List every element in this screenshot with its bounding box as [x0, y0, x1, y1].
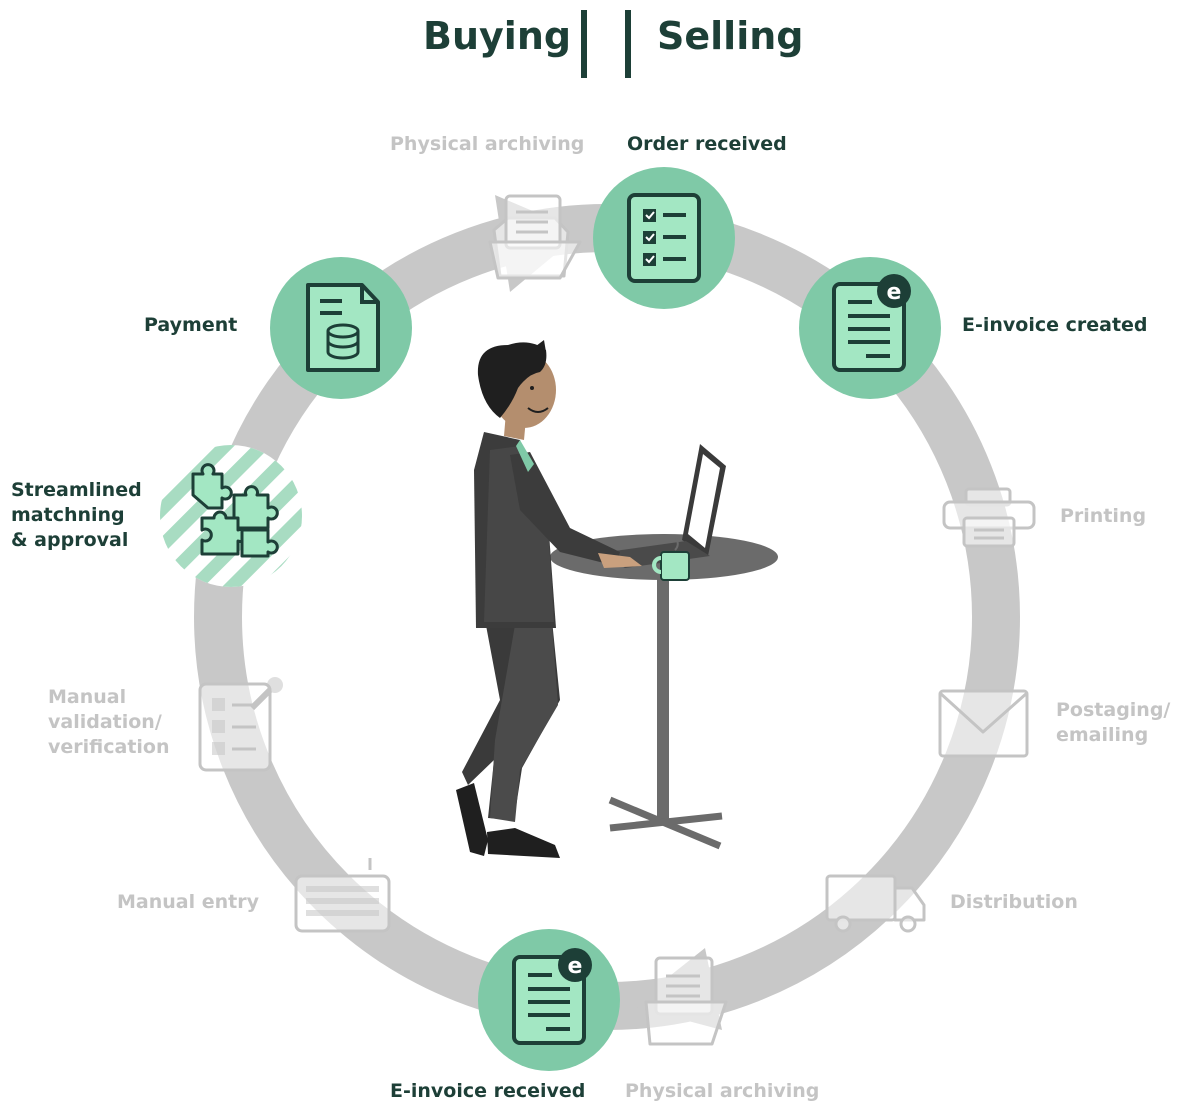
step-manual-validation-line3: verification	[48, 736, 170, 758]
step-order-received: Order received	[627, 133, 787, 155]
printer-icon	[942, 487, 1036, 548]
step-manual-validation-line2: validation/	[48, 711, 162, 733]
einvoice-received-badge: e	[568, 954, 583, 979]
truck-icon	[825, 874, 926, 933]
step-payment: Payment	[144, 314, 238, 336]
step-physical-archiving-top: Physical archiving	[390, 133, 585, 155]
streamlined-node	[160, 445, 302, 587]
step-einvoice-received: E-invoice received	[390, 1080, 586, 1102]
header: Buying Selling	[0, 0, 1177, 90]
clipboard-stamp-icon	[198, 677, 283, 772]
step-distribution: Distribution	[950, 891, 1078, 913]
step-physical-archiving-bottom: Physical archiving	[625, 1080, 820, 1102]
keyboard-icon	[294, 858, 391, 933]
step-manual-entry: Manual entry	[117, 891, 259, 913]
step-manual-validation: Manual validation/ verification	[48, 685, 170, 760]
step-postaging-line1: Postaging/	[1056, 699, 1171, 721]
envelope-icon	[938, 689, 1029, 758]
person-illustration	[456, 340, 778, 858]
step-streamlined-line3: & approval	[11, 529, 129, 551]
folder-icon-bottom	[644, 956, 728, 1046]
divider-right	[625, 10, 631, 78]
invoice-received-icon	[512, 948, 592, 1045]
document-coins-icon	[306, 283, 380, 372]
puzzle-icon	[191, 463, 279, 558]
step-postaging: Postaging/ emailing	[1056, 698, 1170, 748]
einvoice-created-badge: e	[887, 280, 902, 305]
step-printing: Printing	[1060, 505, 1147, 527]
step-postaging-line2: emailing	[1056, 724, 1149, 746]
step-streamlined-line1: Streamlined	[11, 479, 142, 501]
checklist-icon	[627, 193, 701, 283]
folder-icon	[488, 194, 582, 280]
step-einvoice-created: E-invoice created	[962, 314, 1148, 336]
step-streamlined-line2: matchning	[11, 504, 125, 526]
divider-left	[581, 10, 587, 78]
invoice-icon	[832, 274, 911, 372]
buying-title: Buying	[423, 14, 572, 58]
selling-title: Selling	[657, 14, 804, 58]
step-streamlined: Streamlined matchning & approval	[11, 478, 142, 553]
step-manual-validation-line1: Manual	[48, 686, 127, 708]
